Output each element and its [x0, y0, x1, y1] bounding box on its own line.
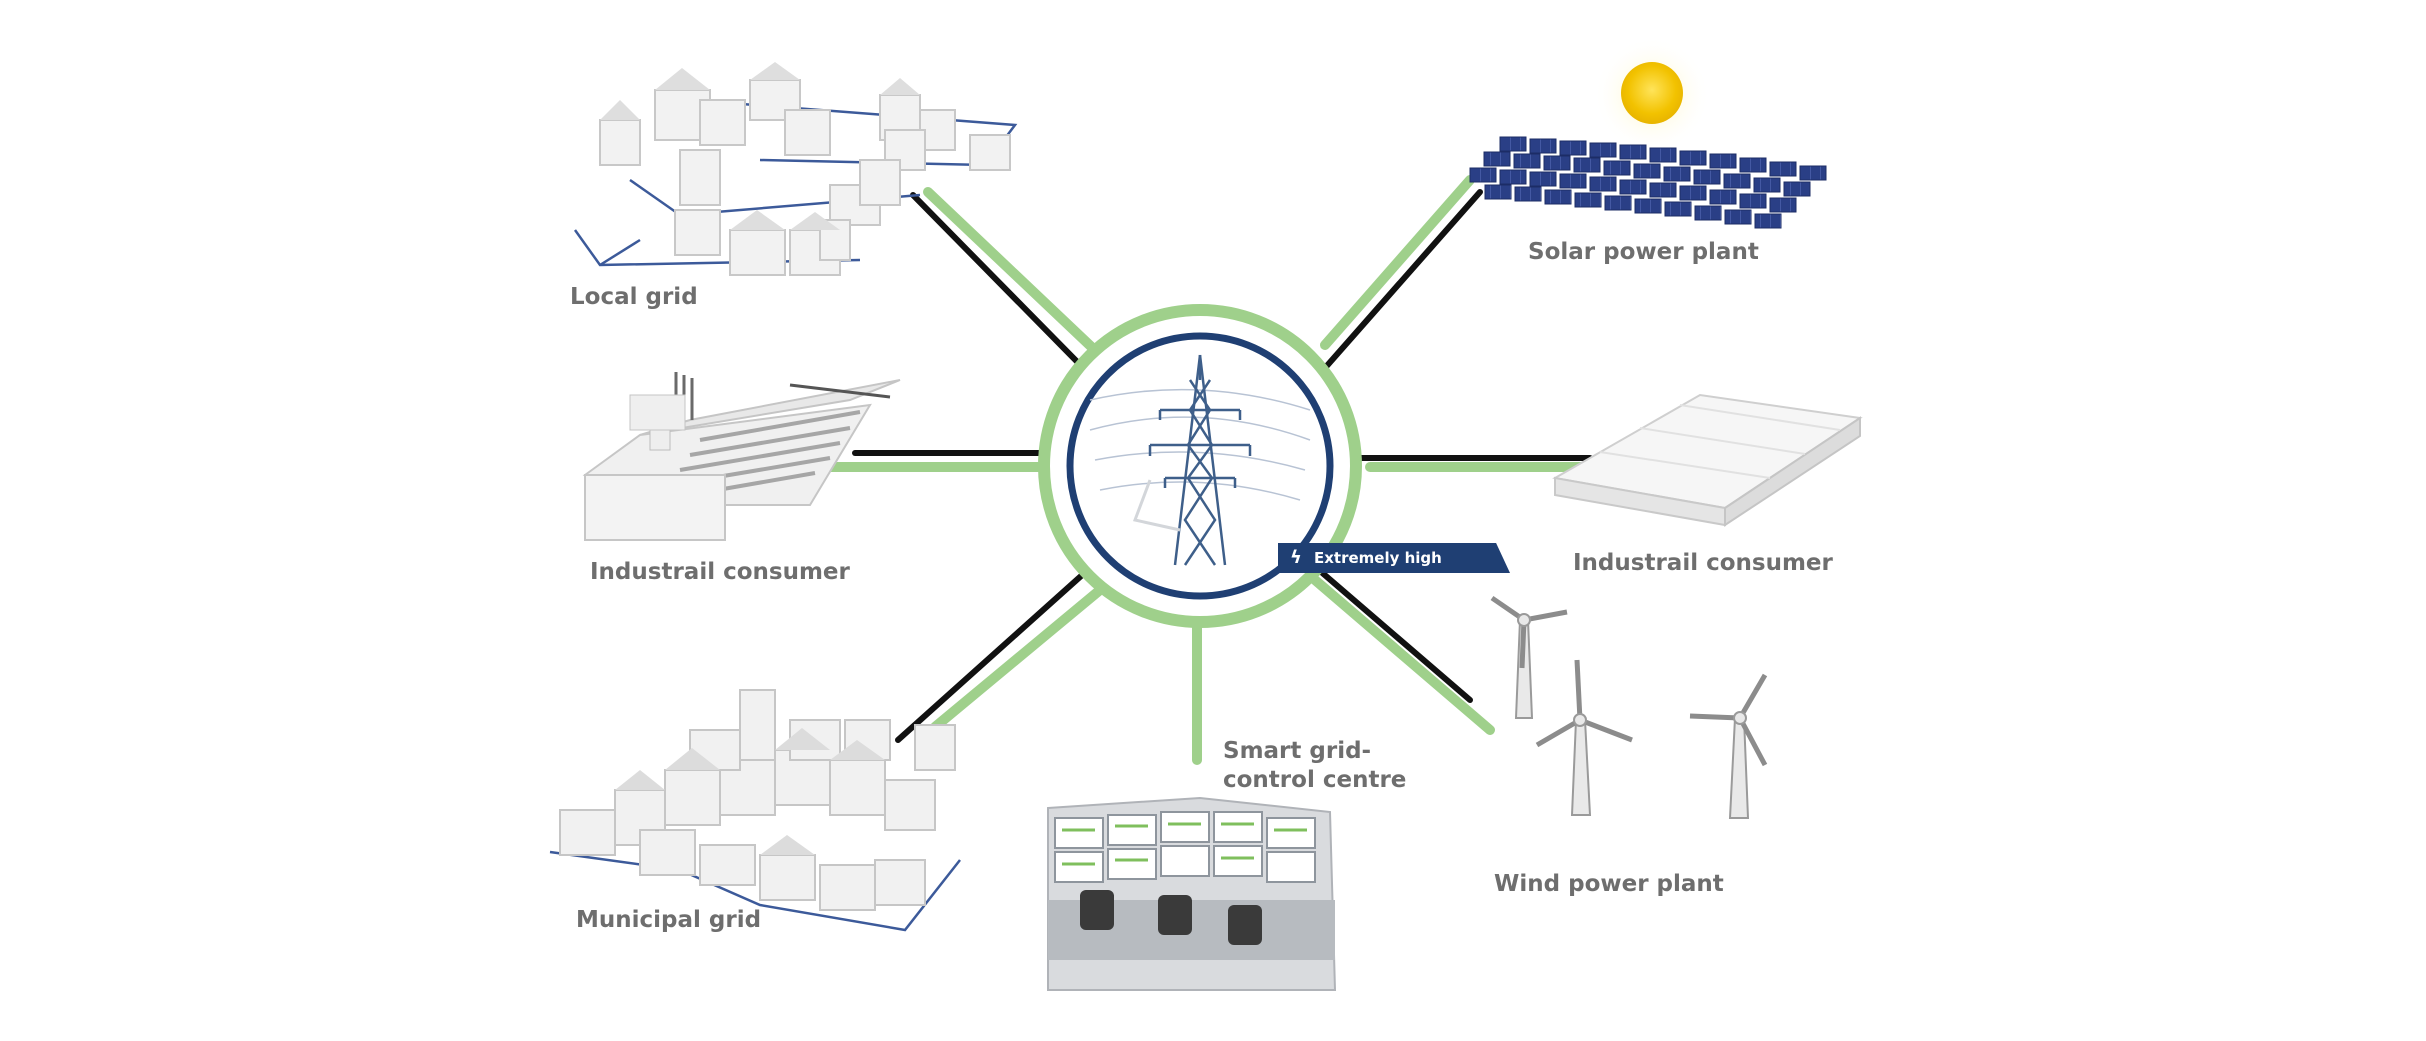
line-solar-green	[1320, 175, 1475, 350]
local-grid-illustration	[573, 62, 1018, 276]
industrial-consumer-left-illustration	[582, 372, 901, 541]
green-data-lines	[825, 175, 1595, 765]
label-local-grid: Local grid	[570, 284, 698, 310]
wind-turbine-2	[1535, 659, 1633, 816]
transmission-tower-icon	[1148, 354, 1252, 566]
label-industrial-consumer-left: Industrail consumer	[590, 559, 850, 585]
line-municipal-green	[930, 585, 1105, 732]
municipal-grid-illustration	[549, 689, 961, 932]
lightning-bolt-icon: ϟ	[1290, 547, 1302, 568]
operator-chairs	[1080, 890, 1262, 945]
wind-power-plant-illustration	[1490, 595, 1768, 819]
line-wind-black	[1302, 555, 1473, 703]
hub-navy-ring	[1066, 332, 1334, 600]
black-power-lines	[852, 189, 1593, 743]
line-solar-black	[1307, 189, 1483, 388]
label-municipal-grid: Municipal grid	[576, 907, 762, 933]
label-control-centre-line2: control centre	[1223, 766, 1407, 793]
label-solar-power-plant: Solar power plant	[1528, 239, 1759, 265]
label-wind-power-plant: Wind power plant	[1494, 871, 1724, 897]
wind-turbine-3	[1689, 673, 1768, 819]
sun-icon	[1621, 62, 1683, 124]
extremely-high-voltage-badge: ϟ Extremely high voltage	[1278, 543, 1510, 573]
solar-power-plant-illustration	[1469, 37, 1827, 229]
central-hub	[1038, 304, 1362, 628]
industrial-consumer-right-illustration	[1552, 393, 1863, 527]
label-control-centre-line1: Smart grid-	[1223, 738, 1372, 764]
label-industrial-consumer-right: Industrail consumer	[1573, 550, 1833, 576]
badge-text: Extremely high voltage	[1314, 549, 1442, 597]
control-centre-illustration	[1047, 796, 1337, 991]
line-wind-green	[1310, 575, 1495, 735]
tower-shadow	[1132, 479, 1181, 532]
line-local-grid-green	[923, 187, 1105, 360]
line-municipal-black	[895, 565, 1093, 743]
wind-turbine-1	[1490, 595, 1568, 719]
label-control-centre: Smart grid- control centre	[1223, 737, 1406, 795]
line-local-grid-black	[910, 192, 1103, 388]
